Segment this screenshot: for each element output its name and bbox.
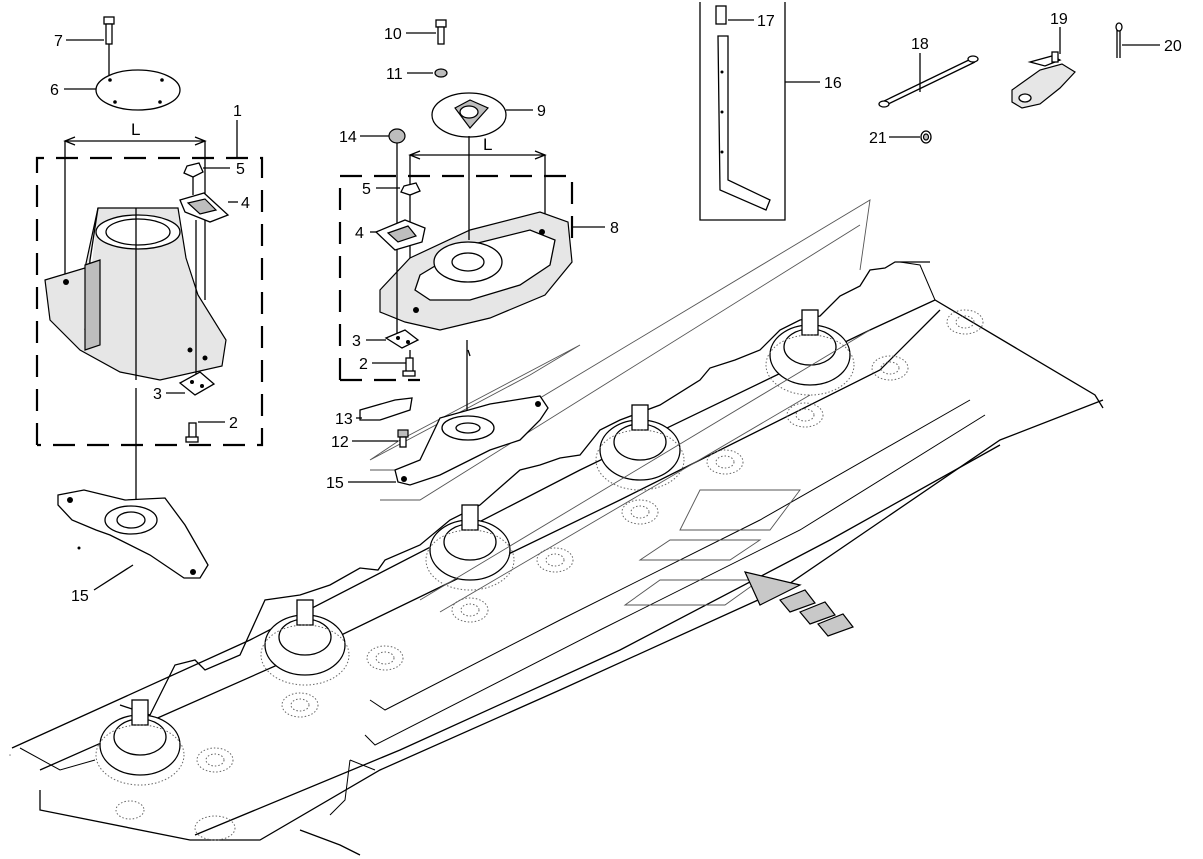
callout-4-middle: 4 — [355, 225, 364, 242]
callout-18: 18 — [911, 36, 929, 53]
callout-2-left: 2 — [229, 415, 238, 432]
callout-1: 1 — [233, 103, 242, 120]
callout-8: 8 — [610, 220, 619, 237]
callout-2-middle: 2 — [359, 356, 368, 373]
callout-5-middle: 5 — [362, 181, 371, 198]
callout-15-middle: 15 — [326, 475, 344, 492]
callout-21: 21 — [869, 130, 887, 147]
callout-16: 16 — [824, 75, 842, 92]
callout-11: 11 — [386, 66, 403, 83]
clip-21 — [920, 130, 932, 144]
dimension-labels: L L — [131, 120, 492, 154]
callout-17: 17 — [757, 13, 775, 30]
callout-3-middle: 3 — [352, 333, 361, 350]
pin-20 — [1115, 22, 1123, 58]
callout-20: 20 — [1164, 38, 1182, 55]
bracket-19 — [1011, 51, 1076, 109]
callout-4-left: 4 — [241, 195, 250, 212]
left-drum-assembly — [35, 16, 264, 579]
callout-19: 19 — [1050, 11, 1068, 28]
callout-9: 9 — [537, 103, 546, 120]
callout-5-left: 5 — [236, 161, 245, 178]
callout-15-left: 15 — [71, 588, 89, 605]
callout-leaders — [64, 19, 1160, 591]
dimension-l-left: L — [131, 120, 140, 139]
callout-labels: 7 6 1 5 4 3 2 15 10 11 9 14 5 4 8 3 2 13… — [50, 11, 1182, 605]
callout-14: 14 — [339, 129, 357, 146]
callout-13: 13 — [335, 411, 353, 428]
middle-disc-assembly — [338, 19, 574, 486]
callout-6: 6 — [50, 82, 59, 99]
callout-7: 7 — [54, 33, 63, 50]
dimension-l-right: L — [483, 135, 492, 154]
callout-10: 10 — [384, 26, 402, 43]
cutter-bar — [9, 261, 1104, 856]
direction-arrow — [743, 571, 854, 637]
cutter-disc-hubs — [95, 309, 984, 841]
deflector-box-16 — [699, 2, 786, 221]
callout-12: 12 — [331, 434, 349, 451]
callout-3-left: 3 — [153, 386, 162, 403]
cable-18 — [878, 55, 979, 108]
